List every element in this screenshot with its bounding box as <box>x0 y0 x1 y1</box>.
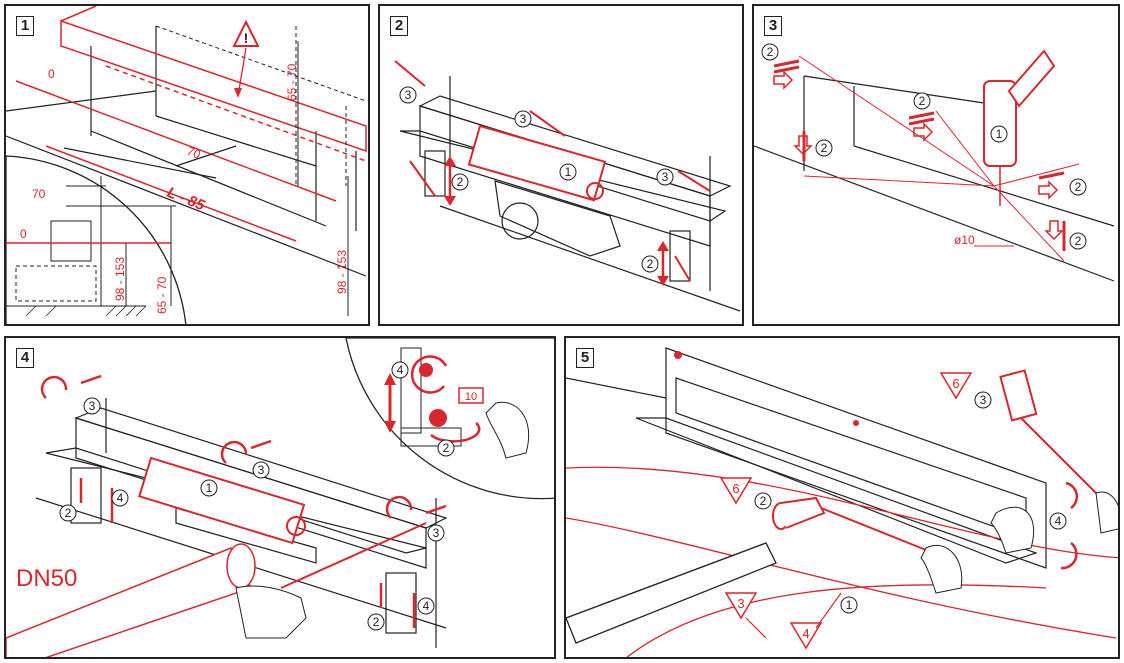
warning-triangle-icon: ! <box>232 19 260 47</box>
step-3: 3 <box>433 526 440 540</box>
step-number: 3 <box>764 16 782 36</box>
panel-2-drawing: 1 2 2 3 3 3 <box>394 60 741 312</box>
step-1: 1 <box>565 165 572 179</box>
panel-3-drawing: 1 2 2 2 2 2 ø10 <box>754 43 1115 282</box>
torque-label: 10 <box>465 391 477 403</box>
step-1: 1 <box>996 127 1003 141</box>
step-4: 4 <box>397 363 404 377</box>
step-2: 2 <box>1075 234 1082 248</box>
step-4: 4 <box>117 491 124 505</box>
step-3: 3 <box>980 393 987 407</box>
zero-label-inset: 0 <box>20 227 27 241</box>
step-3: 3 <box>405 88 412 102</box>
panel-5-drawing: 6 6 3 4 1 2 3 4 <box>566 347 1118 657</box>
step-4: 4 <box>1055 514 1062 528</box>
step-1: 1 <box>846 598 853 612</box>
panel-1: 1 ! <box>4 4 370 326</box>
step-1: 1 <box>206 481 213 495</box>
height-range-label-top: 65 - 70 <box>285 63 299 101</box>
step-3: 3 <box>258 463 265 477</box>
drill-diameter-label: ø10 <box>954 233 975 247</box>
step-2: 2 <box>373 615 380 629</box>
step-2: 2 <box>65 506 72 520</box>
panel-4: 4 10 <box>4 336 556 659</box>
step-number: 1 <box>16 16 34 36</box>
step-3: 3 <box>520 112 527 126</box>
step-2: 2 <box>647 257 654 271</box>
step-3: 3 <box>662 170 669 184</box>
step-4: 4 <box>423 599 430 613</box>
triangle-6: 6 <box>732 481 739 496</box>
panel-3: 3 <box>752 4 1120 326</box>
step-2: 2 <box>760 494 767 508</box>
step-number: 5 <box>576 348 594 368</box>
step-2: 2 <box>821 141 828 155</box>
step-2: 2 <box>767 45 774 59</box>
step-2: 2 <box>457 175 464 189</box>
panel-4-drawing: 10 DN50 1 2 2 2 3 <box>6 338 554 657</box>
step-2: 2 <box>1075 180 1082 194</box>
triangle-3: 3 <box>737 596 744 611</box>
offset-label: 70 <box>32 187 46 201</box>
step-number: 2 <box>390 16 408 36</box>
step-3: 3 <box>89 399 96 413</box>
panel-5: 5 <box>564 336 1120 659</box>
panel-1-drawing: ! 0 0 70 70 L - 85 65 - <box>6 6 367 324</box>
zero-label-top: 0 <box>48 67 55 81</box>
panel-2: 2 <box>378 4 744 326</box>
triangle-4: 4 <box>802 626 809 641</box>
height-range-label-inset: 65 - 70 <box>155 276 169 314</box>
pipe-size-label: DN50 <box>16 565 77 592</box>
depth-label-inset: 98 - 153 <box>113 257 127 301</box>
triangle-6: 6 <box>952 376 959 391</box>
width-label: 70 <box>185 144 203 162</box>
step-number: 4 <box>16 348 34 368</box>
step-2: 2 <box>443 441 450 455</box>
step-2: 2 <box>919 94 926 108</box>
depth-label-right: 98 - 153 <box>335 250 349 294</box>
svg-text:!: ! <box>244 30 249 46</box>
